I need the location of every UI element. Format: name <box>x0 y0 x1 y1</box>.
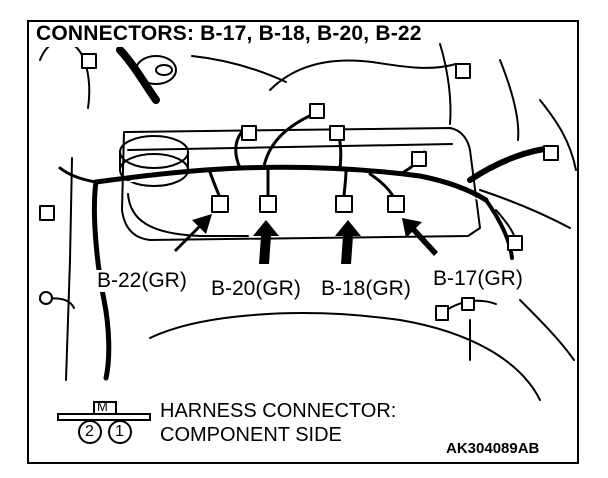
legend-line-2: COMPONENT SIDE <box>160 424 342 446</box>
oil-cap <box>119 135 189 169</box>
legend-pin-1: 1 <box>115 423 124 440</box>
connector-b18 <box>335 195 353 213</box>
diagram-frame <box>27 20 579 464</box>
connector-b22 <box>211 195 229 213</box>
grommet <box>135 55 177 85</box>
connector-b20 <box>259 195 277 213</box>
label-b20: B-20(GR) <box>210 277 302 300</box>
arrow-b18 <box>335 220 361 264</box>
drawing-code: AK304089AB <box>446 440 540 457</box>
legend-connector-symbol <box>57 401 151 444</box>
connector-b17 <box>387 195 405 213</box>
main-harness <box>93 164 489 203</box>
pointer-arrows <box>174 214 438 264</box>
label-b18: B-18(GR) <box>320 277 412 300</box>
arrow-b20 <box>253 220 279 264</box>
diagram-title: CONNECTORS: B-17, B-18, B-20, B-22 <box>34 22 426 47</box>
arrow-b22 <box>174 214 212 252</box>
bay-outline-left <box>39 40 91 109</box>
label-b17: B-17(GR) <box>432 267 524 290</box>
legend-line-1: HARNESS CONNECTOR: <box>160 400 397 422</box>
left-harness <box>91 179 112 381</box>
bay-outline-top <box>191 55 287 83</box>
hose-left <box>116 46 160 104</box>
legend-marker: M <box>97 399 108 414</box>
valve-cover <box>121 127 481 241</box>
arrow-b17 <box>402 218 438 256</box>
legend-pin-2: 2 <box>85 423 94 440</box>
label-b22: B-22(GR) <box>96 269 188 292</box>
lower-outline <box>65 157 73 381</box>
right-harness <box>484 198 514 260</box>
